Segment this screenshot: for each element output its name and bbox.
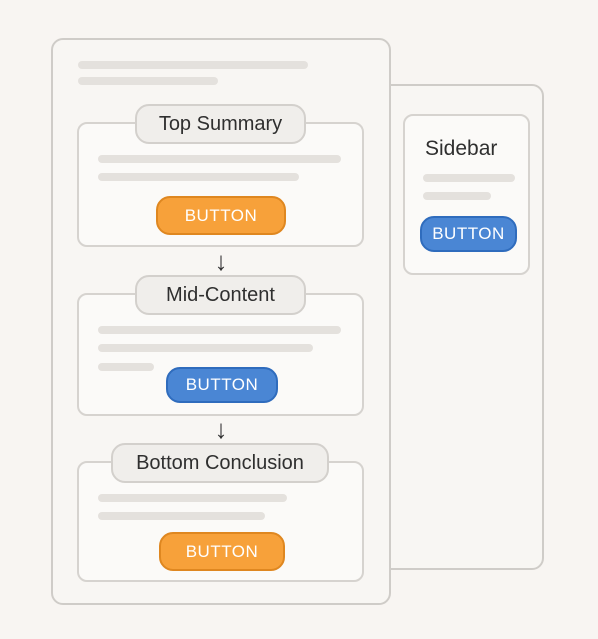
section-placeholder-line [98, 173, 299, 181]
section-title: Mid-Content [135, 275, 306, 315]
section-title: Bottom Conclusion [111, 443, 329, 483]
section-button[interactable]: BUTTON [159, 532, 285, 571]
section-button[interactable]: BUTTON [156, 196, 286, 235]
sidebar-card: Sidebar BUTTON [403, 114, 530, 275]
sidebar-button[interactable]: BUTTON [420, 216, 517, 252]
section-button[interactable]: BUTTON [166, 367, 278, 403]
section-placeholder-line [98, 494, 287, 502]
section-placeholder-line [98, 326, 341, 334]
sidebar-placeholder-line [423, 174, 515, 182]
down-arrow-icon: ↓ [214, 246, 228, 276]
header-placeholder-line [78, 77, 218, 85]
down-arrow-icon: ↓ [214, 414, 228, 444]
sidebar-title: Sidebar [425, 137, 498, 160]
section-title: Top Summary [135, 104, 306, 144]
section-placeholder-line [98, 344, 313, 352]
sidebar-placeholder-line [423, 192, 491, 200]
section-placeholder-line [98, 155, 341, 163]
section-placeholder-line [98, 512, 265, 520]
section-placeholder-line [98, 363, 154, 371]
header-placeholder-line [78, 61, 308, 69]
